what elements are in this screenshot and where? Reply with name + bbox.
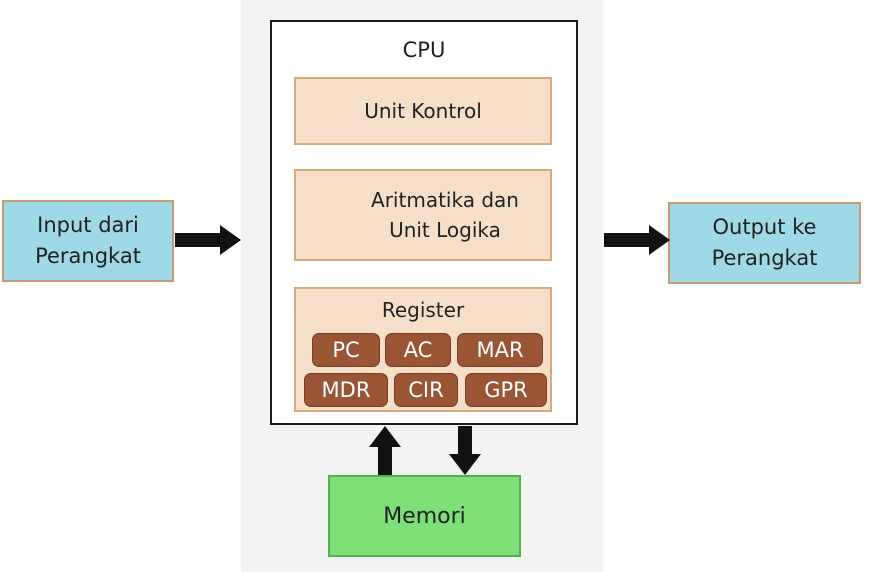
register-box: Register PC AC MAR MDR CIR GPR <box>294 287 552 412</box>
cpu-box: CPU Unit Kontrol Aritmatika dan Unit Log… <box>270 20 578 425</box>
cpu-title: CPU <box>402 38 446 62</box>
register-gpr: GPR <box>465 373 547 407</box>
register-title: Register <box>381 298 465 322</box>
memory-label: Memori <box>383 503 466 529</box>
alu-label-line1: Aritmatika dan <box>371 188 519 212</box>
control-unit-label: Unit Kontrol <box>364 99 482 123</box>
alu-label-line2: Unit Logika <box>389 218 501 242</box>
register-ac: AC <box>385 333 451 367</box>
arrow-input-to-cpu <box>175 225 241 255</box>
output-label-line1: Output ke <box>712 215 817 239</box>
output-label-line2: Perangkat <box>711 246 818 270</box>
input-label-line1: Input dari <box>37 213 139 237</box>
output-device-box: Output ke Perangkat <box>668 202 861 284</box>
register-mdr: MDR <box>304 373 388 407</box>
control-unit-box: Unit Kontrol <box>294 77 552 145</box>
memory-box: Memori <box>328 475 521 557</box>
arrow-cpu-to-memory <box>449 426 481 475</box>
arrow-cpu-to-output <box>604 225 670 255</box>
register-pc: PC <box>312 333 380 367</box>
register-mar: MAR <box>457 333 543 367</box>
input-device-box: Input dari Perangkat <box>2 200 174 282</box>
register-cir: CIR <box>394 373 458 407</box>
input-label-line2: Perangkat <box>35 244 141 268</box>
alu-box: Aritmatika dan Unit Logika <box>294 169 552 261</box>
arrow-memory-to-cpu <box>369 426 401 475</box>
